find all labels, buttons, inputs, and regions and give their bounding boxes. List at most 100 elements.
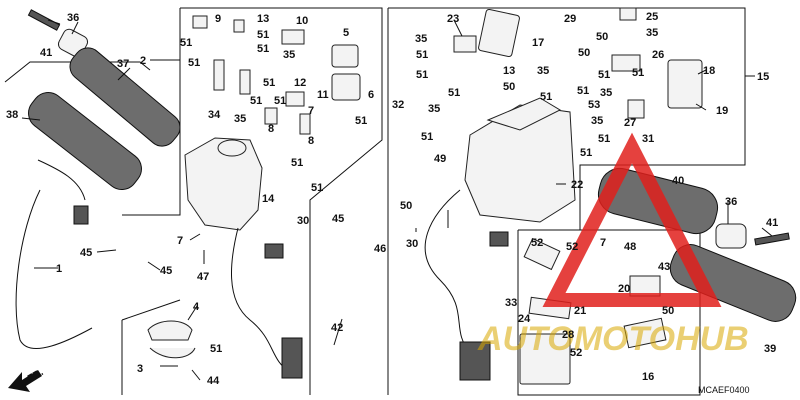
callout-42: 42 (331, 322, 343, 334)
callout-5: 5 (343, 27, 349, 39)
callout-2: 2 (140, 55, 146, 67)
callout-50-r4: 50 (596, 31, 608, 43)
right-switch-harness (424, 189, 509, 381)
callout-51-l8: 51 (250, 95, 262, 107)
callout-18: 18 (703, 65, 715, 77)
callout-3: 3 (137, 363, 143, 375)
callout-36: 36 (67, 12, 79, 24)
callout-32: 32 (392, 99, 404, 111)
callout-51-l6: 51 (257, 43, 269, 55)
callout-51-l5: 51 (257, 29, 269, 41)
grip-end-weight-41 (27, 9, 61, 31)
callout-45-a: 45 (80, 247, 92, 259)
callout-35-l2: 35 (234, 113, 246, 125)
callout-40: 40 (672, 175, 684, 187)
callout-17: 17 (532, 37, 544, 49)
grip-37 (69, 47, 181, 147)
callout-16: 16 (642, 371, 654, 383)
callout-9: 9 (215, 13, 221, 25)
callout-51-l10: 51 (355, 115, 367, 127)
callout-15: 15 (757, 71, 769, 83)
right-switch-housing (464, 97, 576, 223)
callout-51-r10: 51 (580, 147, 592, 159)
callout-49: 49 (434, 153, 446, 165)
callout-29: 29 (564, 13, 576, 25)
callout-10: 10 (296, 15, 308, 27)
callout-1: 1 (56, 263, 62, 275)
callout-13-left: 13 (257, 13, 269, 25)
callout-35-r3: 35 (537, 65, 549, 77)
callout-52-a: 52 (531, 237, 543, 249)
callout-26: 26 (652, 49, 664, 61)
callout-51-r9: 51 (598, 133, 610, 145)
callout-36-right: 36 (725, 196, 737, 208)
callout-30-right: 30 (406, 238, 418, 250)
switch-parts-right (453, 7, 703, 385)
callout-37: 37 (117, 58, 129, 70)
grip-38 (28, 91, 142, 191)
callout-7-mid: 7 (308, 105, 314, 117)
callout-38: 38 (6, 109, 18, 121)
callout-30-left: 30 (297, 215, 309, 227)
throttle-cable-1 (15, 159, 93, 349)
callout-45-b: 45 (160, 265, 172, 277)
callout-25: 25 (646, 11, 658, 23)
callout-12: 12 (294, 77, 306, 89)
callout-7-left: 7 (177, 235, 183, 247)
callout-21: 21 (574, 305, 586, 317)
grip-end-36-right (715, 223, 747, 249)
grip-39 (669, 244, 797, 322)
switch-parts-left (192, 15, 361, 135)
callout-24: 24 (518, 313, 531, 325)
callout-51-r3: 51 (448, 87, 460, 99)
callout-51-l7: 51 (263, 77, 275, 89)
callout-51-l2: 51 (311, 182, 323, 194)
clamp-3-4 (147, 320, 196, 359)
callout-39: 39 (764, 343, 776, 355)
callout-45-c: 45 (332, 213, 344, 225)
callout-47: 47 (197, 271, 209, 283)
callout-33: 33 (505, 297, 517, 309)
callout-35-l1: 35 (283, 49, 295, 61)
callout-51-l9: 51 (274, 95, 286, 107)
callout-53: 53 (588, 99, 600, 111)
callout-51-r6: 51 (598, 69, 610, 81)
callout-52-b: 52 (566, 241, 578, 253)
callout-19: 19 (716, 105, 728, 117)
callout-41: 41 (40, 47, 52, 59)
callout-50-r5: 50 (662, 305, 674, 317)
callout-22: 22 (571, 179, 583, 191)
callout-51-l1: 51 (210, 343, 222, 355)
callout-20: 20 (618, 283, 630, 295)
callout-8-a: 8 (268, 123, 274, 135)
left-switch-harness (230, 227, 303, 379)
callout-34: 34 (208, 109, 221, 121)
callout-50-r2: 50 (503, 81, 515, 93)
callout-11: 11 (317, 89, 329, 101)
callout-51-r1: 51 (416, 49, 428, 61)
callout-51-l3: 51 (180, 37, 192, 49)
direction-arrow-icon (8, 370, 42, 392)
callout-35-r1: 35 (415, 33, 427, 45)
callout-51-r5: 51 (540, 91, 552, 103)
callout-50-r3: 50 (578, 47, 590, 59)
callout-27: 27 (624, 117, 636, 129)
callout-51-l11: 51 (291, 157, 303, 169)
callout-52-c: 52 (570, 347, 582, 359)
callout-35-r5: 35 (600, 87, 612, 99)
callout-48: 48 (624, 241, 636, 253)
watermark-text: AUTOMOTOHUB (477, 320, 749, 358)
callout-41-right: 41 (766, 217, 778, 229)
watermark-logo (542, 132, 722, 307)
callout-51-r4: 51 (421, 131, 433, 143)
callout-35-r4: 35 (646, 27, 658, 39)
diagram-code: MCAEF0400 (698, 385, 750, 395)
callout-4: 4 (193, 301, 200, 313)
callout-35-r2: 35 (428, 103, 440, 115)
callout-7-right: 7 (600, 237, 606, 249)
callout-8-b: 8 (308, 135, 314, 147)
callout-46: 46 (374, 243, 386, 255)
callout-44: 44 (207, 375, 220, 387)
callout-51-l4: 51 (188, 57, 200, 69)
